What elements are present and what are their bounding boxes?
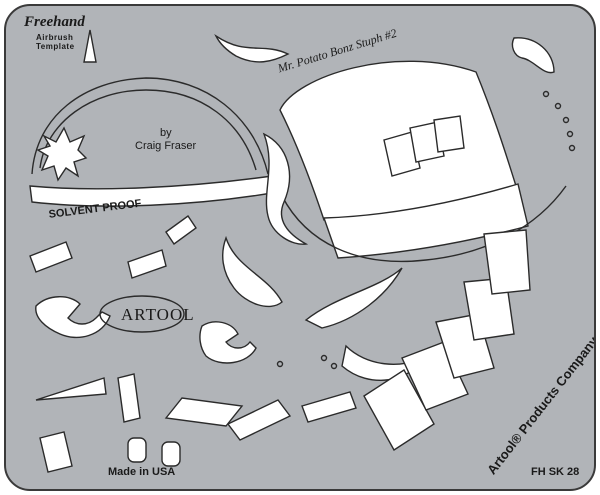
hat-card-3 bbox=[433, 115, 465, 153]
made-in-label: Made in USA bbox=[108, 466, 176, 478]
smoke-swirl-2 bbox=[262, 132, 309, 245]
smoke-swirl-3 bbox=[222, 235, 283, 307]
hat-card-1 bbox=[383, 131, 421, 177]
pipe-cutout-3 bbox=[127, 437, 147, 463]
helmet-dome-cutout bbox=[31, 77, 269, 175]
bolt-cutout-3 bbox=[165, 215, 197, 245]
wrench-jaw-cutout bbox=[199, 321, 257, 364]
helmet-band-cutout bbox=[29, 175, 279, 207]
smoke-swirl-1 bbox=[214, 33, 290, 63]
helmet-dome-inner bbox=[39, 89, 257, 171]
brand-wordmark: Freehand bbox=[24, 14, 85, 30]
screw-cutout bbox=[301, 391, 357, 423]
card-fan-1 bbox=[363, 369, 435, 451]
wrench-head-cutout bbox=[35, 296, 111, 339]
dot-trail bbox=[276, 90, 576, 370]
brand-subtitle: Airbrush Template bbox=[36, 33, 75, 51]
artool-logo-oval bbox=[99, 295, 185, 333]
top-hat-brim-cutout bbox=[281, 185, 567, 263]
crescent-cutout bbox=[511, 37, 555, 74]
iron-cross-cutout bbox=[36, 126, 88, 182]
blade-cutout bbox=[35, 377, 107, 401]
stencil-cutouts bbox=[29, 29, 576, 473]
product-code: FH SK 28 bbox=[531, 466, 580, 478]
brand-subtitle-line2: Template bbox=[36, 42, 75, 51]
bolt-cutout-2 bbox=[127, 249, 167, 279]
credit-author: Craig Fraser bbox=[135, 140, 197, 152]
artool-logo-text: ARTOOL bbox=[121, 305, 195, 324]
smoke-swirl-4 bbox=[304, 267, 403, 329]
bolt-cutout-1 bbox=[29, 241, 73, 273]
helmet-spike-cutout bbox=[83, 29, 97, 63]
top-hat-band-cutout bbox=[323, 183, 529, 259]
card-fan-5 bbox=[483, 229, 531, 295]
pipe-cutout-2 bbox=[39, 431, 73, 473]
pipe-cutout-4 bbox=[161, 441, 181, 467]
stencil-template-plate: Freehand Airbrush Template by Craig Fras… bbox=[4, 4, 596, 491]
credit-by: by bbox=[160, 127, 172, 139]
plank-cutout bbox=[164, 397, 244, 427]
brand-subtitle-line1: Airbrush bbox=[36, 33, 74, 42]
spring-cutout bbox=[226, 399, 292, 441]
pipe-cutout-1 bbox=[117, 373, 141, 423]
